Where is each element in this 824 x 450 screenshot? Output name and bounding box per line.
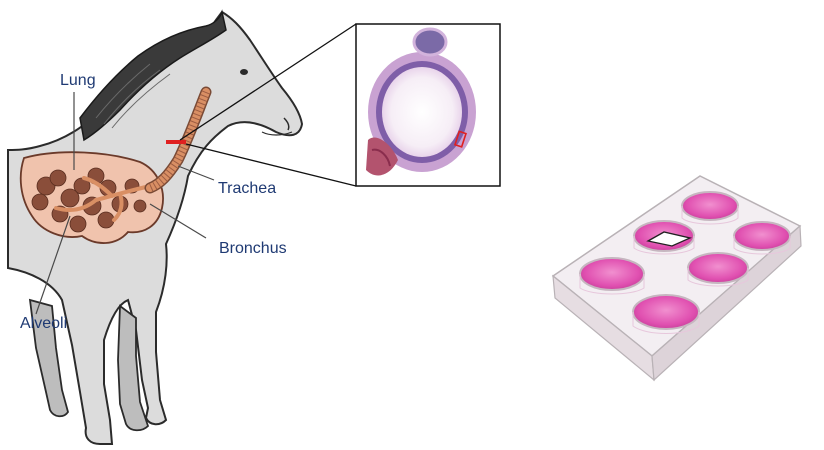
well-6 (633, 295, 699, 329)
six-well-culture-plate-icon (553, 176, 801, 380)
alveoli-label: Alveoli (20, 315, 67, 333)
trachea-label: Trachea (218, 180, 276, 198)
well-4 (688, 253, 748, 283)
trachea-cross-section-icon (356, 24, 500, 186)
lung-label: Lung (60, 72, 96, 90)
well-1 (682, 192, 738, 220)
horse-eye (240, 69, 248, 75)
well-5 (580, 258, 644, 290)
horse-illustration-icon (8, 12, 302, 444)
well-2 (734, 222, 790, 250)
bronchus-label: Bronchus (219, 240, 287, 258)
